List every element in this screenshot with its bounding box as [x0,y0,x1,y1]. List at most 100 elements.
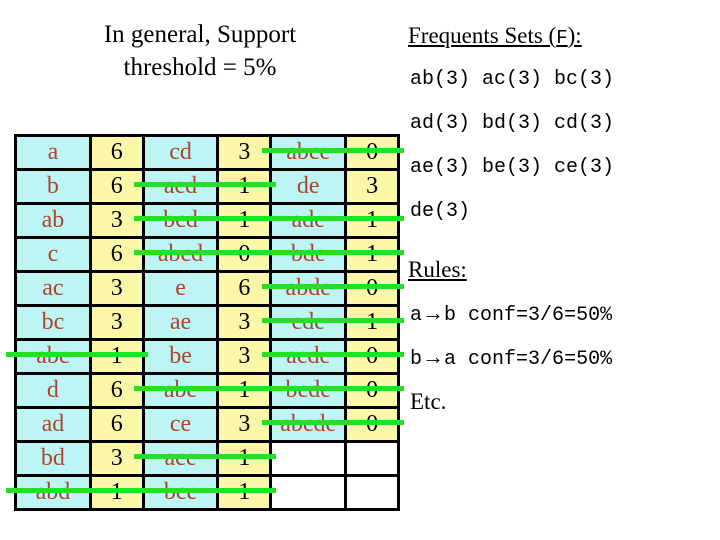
rule-1-confidence: conf=3/6=50% [468,304,613,327]
itemset-cell[interactable]: abce [269,134,348,171]
count-cell[interactable]: 6 [216,270,273,307]
itemset-cell[interactable]: de [269,168,348,205]
rule-2-antecedent: b [410,348,423,371]
count-cell[interactable]: 3 [88,270,145,307]
itemset-cell[interactable]: ae [141,304,220,341]
itemset-cell[interactable]: ace [141,440,220,477]
frequent-sets-line-3: ae(3) be(3) ce(3) [410,156,615,179]
itemset-cell[interactable]: ad [14,406,92,443]
count-cell[interactable]: 0 [344,134,400,171]
itemset-cell[interactable]: abde [269,270,348,307]
count-cell[interactable]: 3 [216,304,273,341]
count-cell[interactable]: 0 [344,270,400,307]
frequent-sets-line-2: ad(3) bd(3) cd(3) [410,112,615,135]
itemset-cell[interactable]: abd [14,474,92,511]
rule-item-1: a→b conf=3/6=50% [410,300,612,329]
count-cell[interactable]: 0 [344,406,400,443]
itemset-cell[interactable]: cd [141,134,220,171]
right-panel: Frequents Sets (F): ab(3) ac(3) bc(3) ad… [404,0,720,540]
count-cell[interactable]: 1 [344,236,400,273]
count-cell[interactable]: 0 [216,236,273,273]
itemset-cell[interactable]: bcde [269,372,348,409]
count-cell[interactable]: 1 [216,440,273,477]
itemset-cell[interactable]: e [141,270,220,307]
count-cell[interactable]: 3 [88,304,145,341]
count-cell[interactable]: 0 [344,338,400,375]
itemset-cell[interactable]: a [14,134,92,171]
count-cell[interactable]: 6 [88,372,145,409]
rule-1-antecedent: a [410,304,423,327]
itemset-cell[interactable]: ce [141,406,220,443]
count-cell[interactable]: 1 [216,202,273,239]
frequent-sets-line-4: de(3) [410,200,471,223]
frequent-sets-symbol: F [556,27,568,49]
itemset-cell[interactable]: ac [14,270,92,307]
frequent-sets-heading-suffix: ): [567,23,582,48]
count-cell[interactable]: 1 [216,168,273,205]
count-cell[interactable]: 6 [88,236,145,273]
empty-cell [269,440,348,477]
itemset-cell[interactable]: d [14,372,92,409]
itemset-cell[interactable]: bd [14,440,92,477]
count-cell[interactable]: 3 [216,338,273,375]
itemset-cell[interactable]: bc [14,304,92,341]
rule-1-spacer [456,304,468,327]
count-cell[interactable]: 3 [88,440,145,477]
rule-2-consequent: a [444,348,457,371]
count-cell[interactable]: 3 [216,406,273,443]
count-cell[interactable]: 6 [88,134,145,171]
itemset-cell[interactable]: cde [269,304,348,341]
itemset-cell[interactable]: acde [269,338,348,375]
rule-1-consequent: b [444,304,457,327]
count-cell[interactable]: 0 [344,372,400,409]
itemset-cell[interactable]: abcde [269,406,348,443]
itemset-cell[interactable]: ab [14,202,92,239]
page-title-line-2: threshold = 5% [123,54,277,81]
frequent-sets-heading: Frequents Sets (F): [408,22,582,52]
itemset-cell[interactable]: abc [14,338,92,375]
empty-cell [344,474,400,511]
rules-etc-label: Etc. [410,389,447,414]
itemset-cell[interactable]: be [141,338,220,375]
count-cell[interactable]: 3 [88,202,145,239]
rule-2-arrow-icon: → [422,344,445,369]
count-cell[interactable]: 3 [344,168,400,205]
count-cell[interactable]: 1 [88,338,145,375]
itemset-cell[interactable]: acd [141,168,220,205]
itemset-cell[interactable]: bcd [141,202,220,239]
rule-2-confidence: conf=3/6=50% [468,348,613,371]
count-cell[interactable]: 3 [216,134,273,171]
itemset-cell[interactable]: c [14,236,92,273]
count-cell[interactable]: 1 [216,372,273,409]
itemset-cell[interactable]: abcd [141,236,220,273]
frequent-sets-heading-prefix: Frequents Sets ( [408,23,557,48]
itemset-cell[interactable]: bce [141,474,220,511]
count-cell[interactable]: 6 [88,406,145,443]
page-title-line-1: In general, Support [103,21,297,48]
count-cell[interactable]: 6 [88,168,145,205]
rule-1-arrow-icon: → [422,300,445,325]
count-cell[interactable]: 1 [344,202,400,239]
rules-heading: Rules: [408,257,467,282]
itemset-cell[interactable]: bde [269,236,348,273]
count-cell[interactable]: 1 [344,304,400,341]
itemset-cell[interactable]: ade [269,202,348,239]
count-cell[interactable]: 1 [216,474,273,511]
itemset-cell[interactable]: abe [141,372,220,409]
empty-cell [269,474,348,511]
empty-cell [344,440,400,477]
count-cell[interactable]: 1 [88,474,145,511]
itemset-cell[interactable]: b [14,168,92,205]
